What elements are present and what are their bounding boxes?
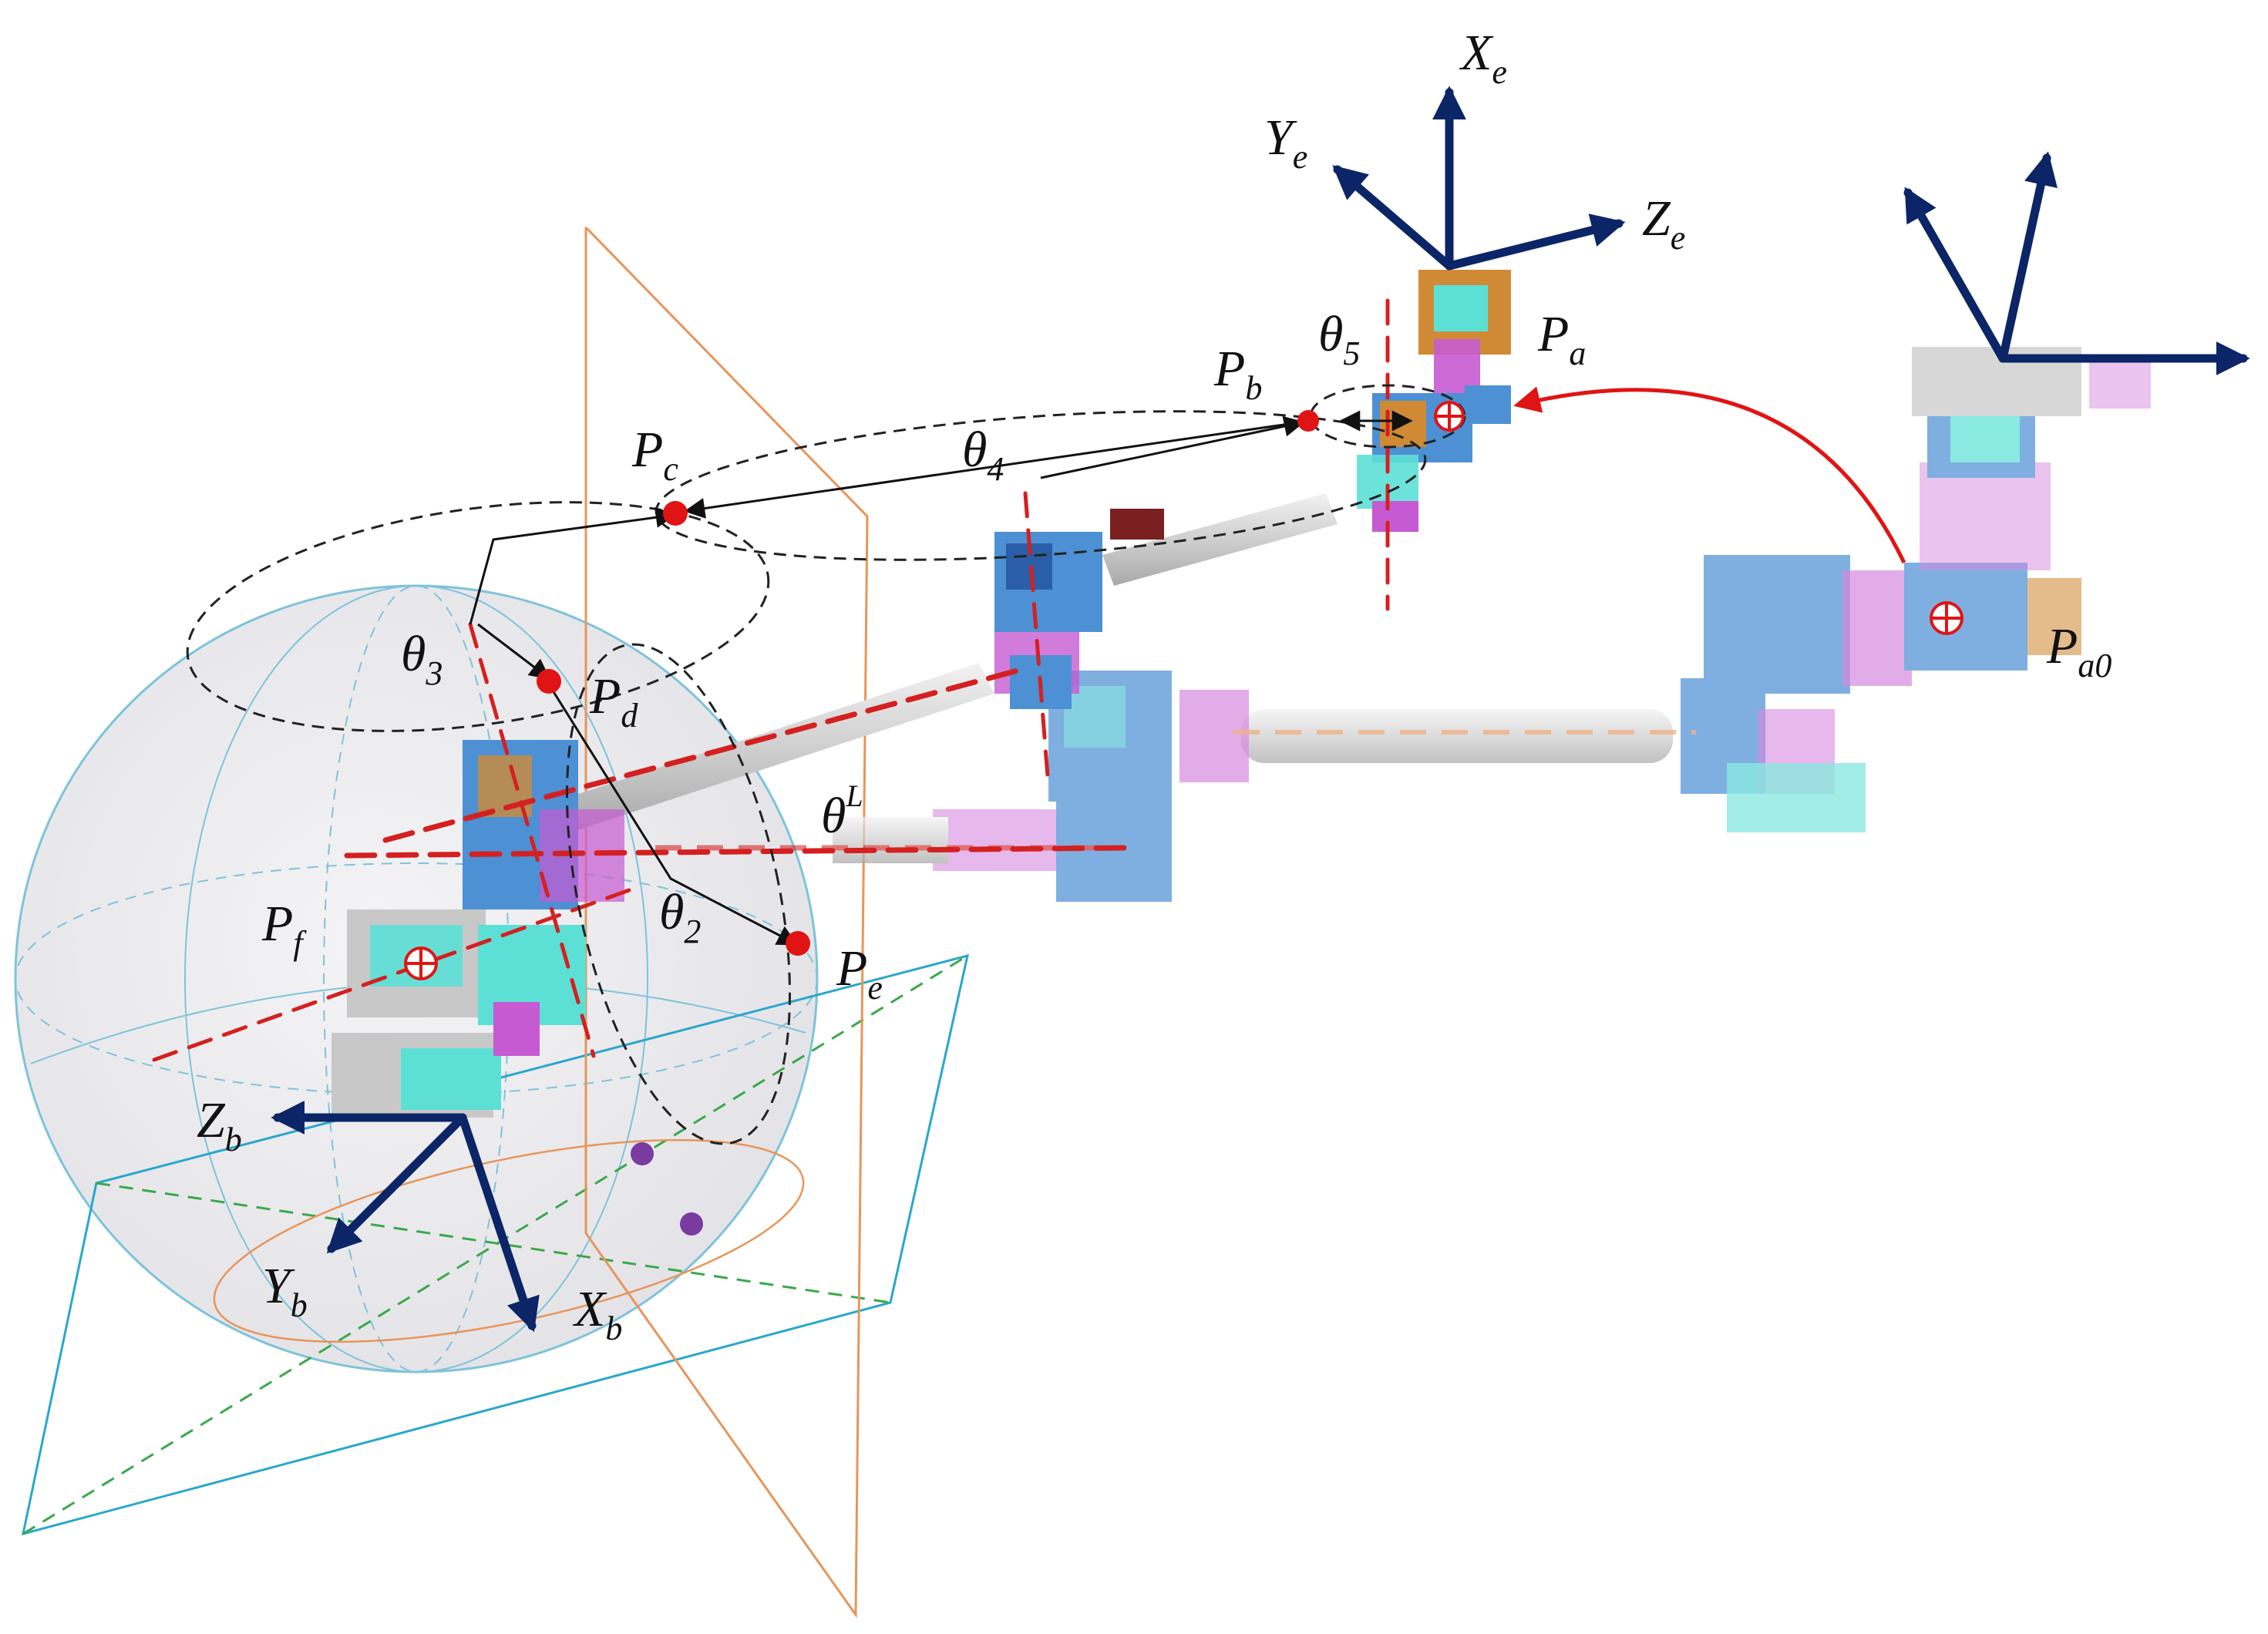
point-pb-marker xyxy=(1297,410,1319,432)
point-pb-label: Pb xyxy=(1213,341,1262,407)
angle-theta3-label: θ3 xyxy=(401,626,442,692)
end-effector-frame xyxy=(1332,86,1626,271)
base-plane xyxy=(22,953,969,1536)
intersection-point xyxy=(631,1142,654,1165)
angle-thetaL-label: θL xyxy=(821,778,863,844)
arm-current-pose xyxy=(331,270,1511,1118)
point-pa0-label: Pa0 xyxy=(2046,618,2112,684)
end-frame-y-label: Ye xyxy=(1264,109,1307,176)
circled-plus-icon xyxy=(404,946,438,980)
transfer-arrows xyxy=(469,410,1413,946)
angle-theta2-label: θ2 xyxy=(659,884,701,950)
initial-frame xyxy=(1903,151,2250,375)
angle-theta4-label: θ4 xyxy=(962,422,1004,488)
end-frame-z-label: Ze xyxy=(1642,190,1685,257)
point-pa-label: Pa xyxy=(1537,306,1586,372)
point-pd-marker xyxy=(537,669,561,694)
circled-plus-icon xyxy=(1434,401,1465,432)
circled-plus-icon xyxy=(1930,601,1963,635)
angle-theta5-label: θ5 xyxy=(1318,306,1360,372)
point-pe-label: Pe xyxy=(836,940,883,1007)
end-frame-x-label: Xe xyxy=(1459,25,1507,91)
base-frame-z-label: Zb xyxy=(197,1092,242,1158)
point-pd-label: Pd xyxy=(589,668,638,735)
point-pc-marker xyxy=(663,501,688,526)
point-pe-marker xyxy=(786,931,810,956)
base-frame-y-label: Yb xyxy=(262,1258,308,1324)
intersection-point xyxy=(680,1212,703,1236)
point-pc-label: Pc xyxy=(631,422,678,488)
arm-initial-pose xyxy=(655,347,2151,902)
base-frame-x-label: Xb xyxy=(572,1281,622,1347)
base-frame xyxy=(271,1101,540,1333)
point-pf-label: Pf xyxy=(261,896,307,962)
joint-axes xyxy=(152,298,1390,1062)
reposition-arrow xyxy=(1513,386,1906,564)
